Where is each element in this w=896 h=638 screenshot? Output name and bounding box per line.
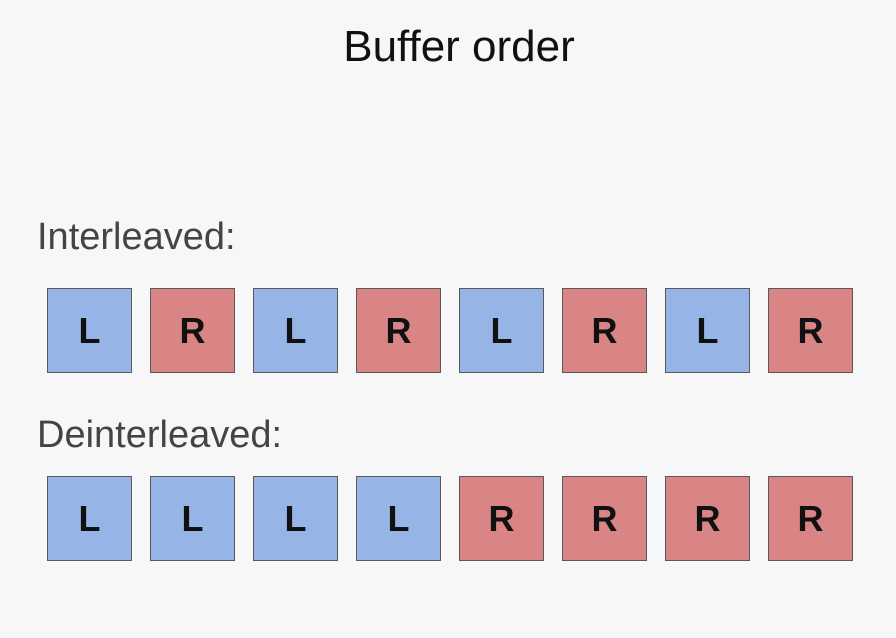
channel-cell: L — [665, 288, 750, 373]
channel-cell: R — [768, 476, 853, 561]
channel-cell: R — [562, 288, 647, 373]
channel-cell: R — [665, 476, 750, 561]
channel-cell: L — [253, 288, 338, 373]
channel-cell: R — [562, 476, 647, 561]
deinterleaved-label: Deinterleaved: — [37, 414, 283, 456]
channel-cell: R — [768, 288, 853, 373]
channel-cell: R — [356, 288, 441, 373]
channel-cell: L — [356, 476, 441, 561]
channel-cell: L — [47, 288, 132, 373]
interleaved-label: Interleaved: — [37, 216, 236, 258]
interleaved-row: L R L R L R L R — [47, 288, 853, 373]
deinterleaved-row: L L L L R R R R — [47, 476, 853, 561]
channel-cell: L — [459, 288, 544, 373]
channel-cell: R — [150, 288, 235, 373]
channel-cell: L — [253, 476, 338, 561]
channel-cell: L — [150, 476, 235, 561]
channel-cell: R — [459, 476, 544, 561]
channel-cell: L — [47, 476, 132, 561]
diagram-title: Buffer order — [343, 22, 575, 71]
